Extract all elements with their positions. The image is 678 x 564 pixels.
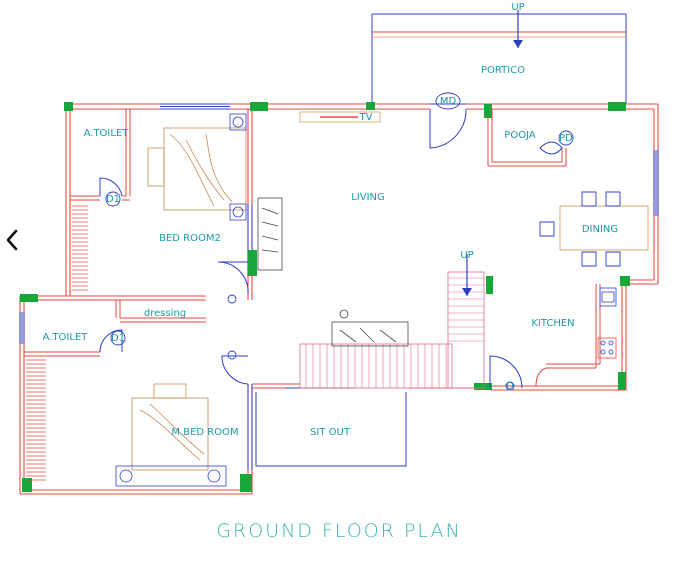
tag-main-door: MD [440,96,457,107]
tag-markers [105,92,574,391]
back-button[interactable] [4,228,20,252]
main-staircase [299,271,485,389]
room-labels: PORTICO LIVING POOJA DINING KITCHEN A.TO… [43,65,619,438]
bed-room2-bed [147,113,247,221]
room-label-portico: PORTICO [481,65,525,76]
tag-door-d: D [506,381,514,392]
chevron-left-icon [6,229,18,251]
room-label-pooja: POOJA [504,130,536,141]
dining-table [539,191,649,267]
tag-tv: TV [359,112,373,123]
structural-columns [20,102,630,492]
staircase-steps [305,277,484,388]
portico-area [371,13,627,104]
room-label-dressing: dressing [144,308,186,319]
tv-unit [299,111,381,123]
portico-up-label: UP [511,2,524,13]
tag-door-d1-top: D1 [106,194,120,205]
tag-door-d1-bottom: D1 [111,333,125,344]
stair-up-arrow [462,254,472,296]
door-swings [99,108,563,389]
room-label-sit-out: SIT OUT [310,427,351,438]
sit-out-area [255,392,407,467]
room-label-master-bed: M.BED ROOM [171,427,238,438]
kitchen-fixtures [597,287,617,359]
tag-labels: MD PD TV D1 D1 D UP UP [106,2,573,392]
portico-up-arrow [513,10,523,48]
room-label-living: LIVING [351,192,385,203]
living-sofa [257,197,409,347]
toilet-bottom-hatch [26,359,46,481]
toilet-top-hatch [72,205,88,291]
room-label-bed-room2: BED ROOM2 [159,233,221,244]
plan-title: GROUND FLOOR PLAN [216,520,462,542]
tag-pooja-door: PD [559,133,573,144]
internal-walls [24,109,601,387]
room-label-toilet-bottom: A.TOILET [43,332,89,343]
room-label-kitchen: KITCHEN [531,318,574,329]
room-label-dining: DINING [582,224,618,235]
stair-up-label: UP [460,250,473,261]
room-label-toilet-top: A.TOILET [84,128,130,139]
master-bed [115,383,227,487]
